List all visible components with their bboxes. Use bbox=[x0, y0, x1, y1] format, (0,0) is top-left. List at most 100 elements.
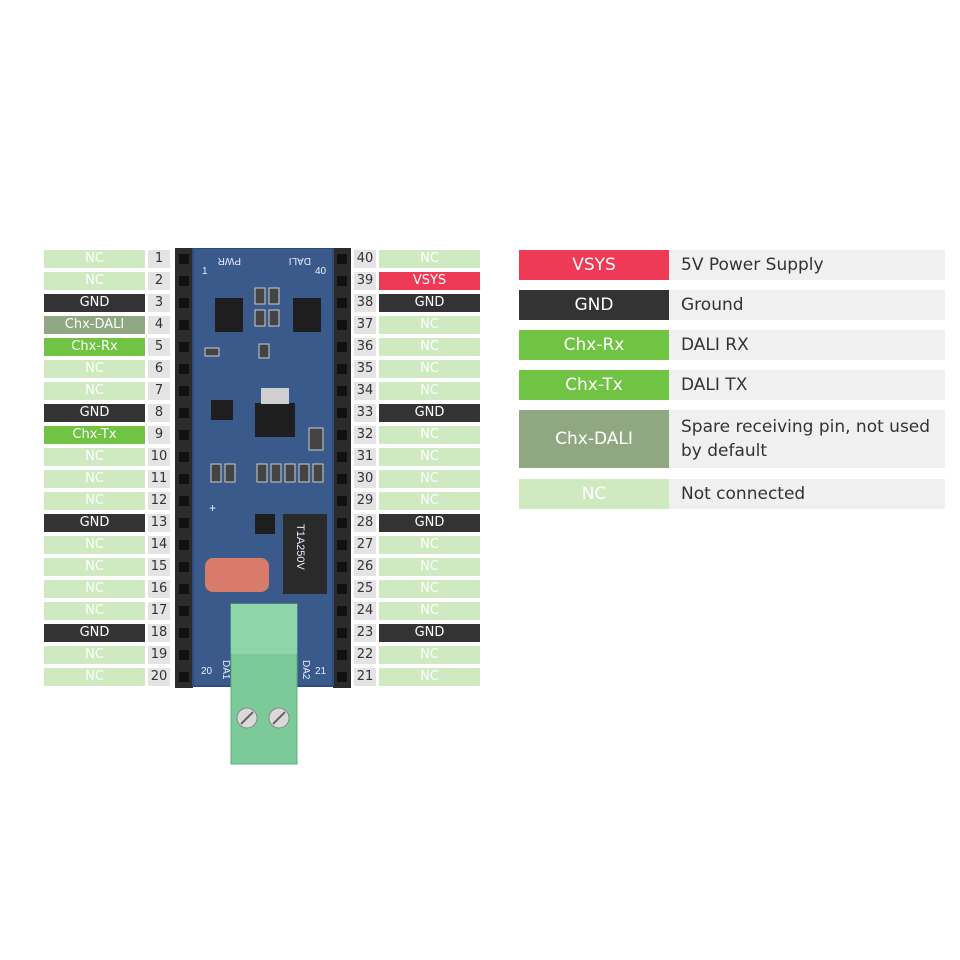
header-pin bbox=[179, 386, 189, 396]
optocoupler-2 bbox=[293, 298, 321, 332]
pin-number: 21 bbox=[354, 668, 376, 686]
terminal-top bbox=[231, 604, 297, 654]
pin-label: NC bbox=[44, 250, 145, 268]
header-pin bbox=[179, 562, 189, 572]
header-pin bbox=[179, 430, 189, 440]
legend-description: Not connected bbox=[669, 479, 945, 509]
pin-number: 26 bbox=[354, 558, 376, 576]
pin-label: NC bbox=[379, 558, 480, 576]
header-pin bbox=[179, 518, 189, 528]
header-pin bbox=[179, 276, 189, 286]
silk-da2: DA2 bbox=[300, 660, 311, 680]
header-pin bbox=[337, 386, 347, 396]
pin-number: 1 bbox=[148, 250, 170, 268]
header-pin bbox=[337, 672, 347, 682]
header-pins bbox=[179, 254, 347, 682]
right-header-rail bbox=[333, 248, 351, 688]
pin-label: NC bbox=[44, 360, 145, 378]
pin-number: 34 bbox=[354, 382, 376, 400]
pin-label: NC bbox=[379, 360, 480, 378]
header-pin bbox=[337, 320, 347, 330]
optocoupler-1 bbox=[215, 298, 243, 332]
pin-label: NC bbox=[379, 536, 480, 554]
pin-label: NC bbox=[379, 602, 480, 620]
pin-number: 22 bbox=[354, 646, 376, 664]
silk-pin1: 1 bbox=[202, 266, 208, 277]
pin-number: 31 bbox=[354, 448, 376, 466]
pin-label: NC bbox=[379, 382, 480, 400]
pin-number: 25 bbox=[354, 580, 376, 598]
header-pin bbox=[337, 430, 347, 440]
legend-description: DALI TX bbox=[669, 370, 945, 400]
pin-number: 29 bbox=[354, 492, 376, 510]
pin-number: 37 bbox=[354, 316, 376, 334]
pin-label: VSYS bbox=[379, 272, 480, 290]
header-pin bbox=[179, 672, 189, 682]
header-pin bbox=[179, 364, 189, 374]
header-pin bbox=[179, 540, 189, 550]
silk-pin21: 21 bbox=[315, 666, 327, 677]
pin-label: NC bbox=[44, 580, 145, 598]
legend-description: 5V Power Supply bbox=[669, 250, 945, 280]
pin-label: NC bbox=[379, 668, 480, 686]
header-pin bbox=[337, 342, 347, 352]
silk-pin20: 20 bbox=[201, 666, 213, 677]
pin-label: NC bbox=[44, 602, 145, 620]
header-pin bbox=[337, 452, 347, 462]
pin-label: NC bbox=[379, 492, 480, 510]
legend-description: DALI RX bbox=[669, 330, 945, 360]
pin-number: 19 bbox=[148, 646, 170, 664]
pin-number: 5 bbox=[148, 338, 170, 356]
legend-description: Ground bbox=[669, 290, 945, 320]
pin-label: Chx-Rx bbox=[44, 338, 145, 356]
fuse bbox=[283, 514, 327, 594]
silk-plus: + bbox=[209, 501, 216, 515]
header-pin bbox=[179, 320, 189, 330]
pin-number: 28 bbox=[354, 514, 376, 532]
pin-label: NC bbox=[379, 448, 480, 466]
pin-label: Chx-Tx bbox=[44, 426, 145, 444]
silk-pwr: PWR bbox=[218, 255, 241, 266]
pin-number: 20 bbox=[148, 668, 170, 686]
legend-tag: Chx-DALI bbox=[519, 410, 669, 468]
pin-label: NC bbox=[379, 338, 480, 356]
chip-small bbox=[255, 514, 275, 534]
pin-number: 12 bbox=[148, 492, 170, 510]
pin-label: NC bbox=[44, 668, 145, 686]
pin-number: 15 bbox=[148, 558, 170, 576]
pin-number: 35 bbox=[354, 360, 376, 378]
pin-number: 8 bbox=[148, 404, 170, 422]
header-pin bbox=[337, 364, 347, 374]
header-pin bbox=[337, 606, 347, 616]
header-pin bbox=[337, 254, 347, 264]
legend-tag: GND bbox=[519, 290, 669, 320]
pin-label: GND bbox=[379, 404, 480, 422]
silk-pin40: 40 bbox=[315, 266, 327, 277]
pin-label: NC bbox=[44, 272, 145, 290]
pin-number: 24 bbox=[354, 602, 376, 620]
legend-tag: Chx-Rx bbox=[519, 330, 669, 360]
